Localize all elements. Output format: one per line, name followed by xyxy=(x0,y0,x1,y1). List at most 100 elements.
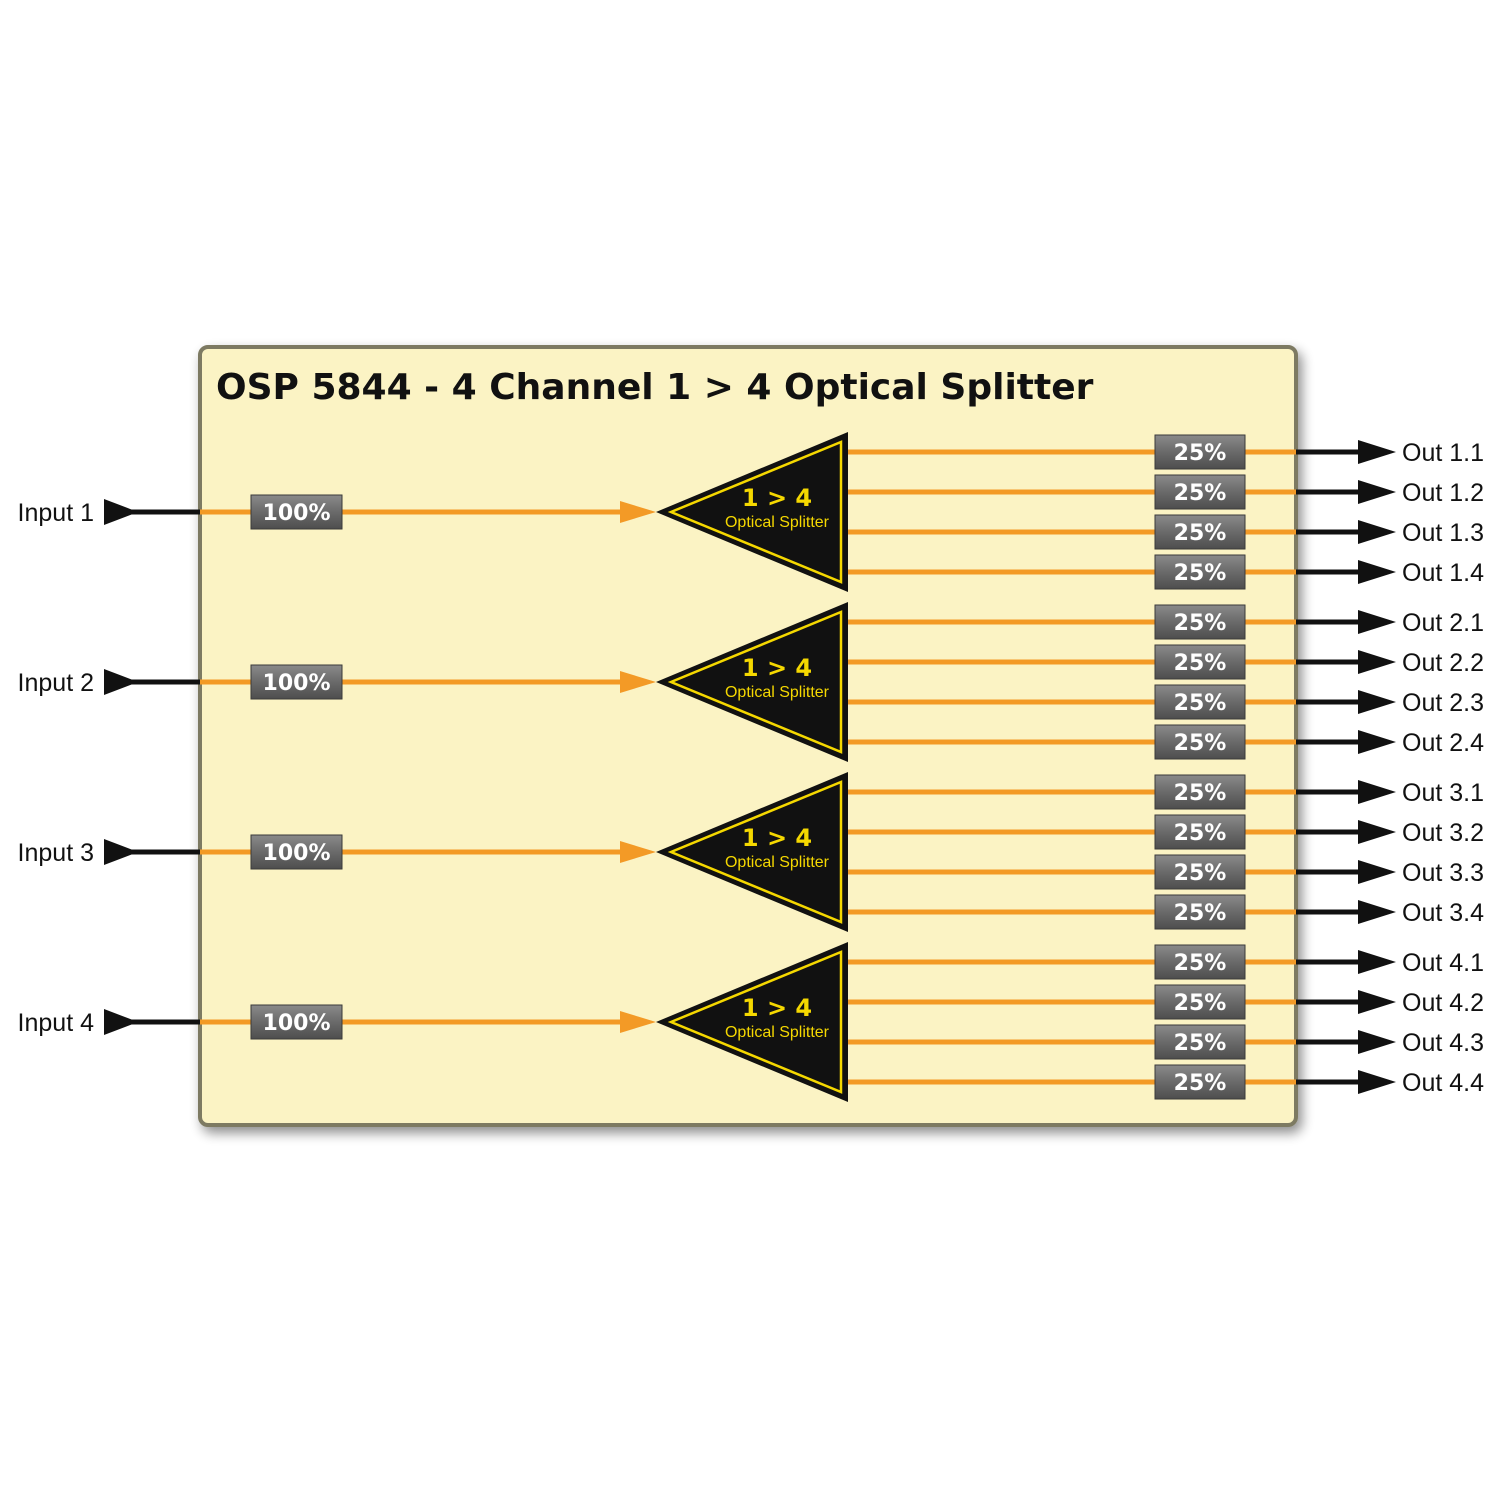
output-label: Out 2.4 xyxy=(1402,729,1484,757)
output-arrow-icon xyxy=(1358,650,1396,674)
output-level-text: 25% xyxy=(1174,861,1227,886)
splitter-ratio: 1 > 4 xyxy=(742,654,812,682)
splitter-ratio: 1 > 4 xyxy=(742,824,812,852)
output-4-4: 25%Out 4.4 xyxy=(848,1064,1484,1100)
splitter-block: 1 > 4 Optical Splitter xyxy=(656,602,848,762)
output-level-badge xyxy=(1154,514,1246,550)
output-4-1: 25%Out 4.1 xyxy=(848,944,1484,980)
output-level-text: 25% xyxy=(1174,1031,1227,1056)
splitter-ratio: 1 > 4 xyxy=(742,994,812,1022)
output-level-text: 25% xyxy=(1174,481,1227,506)
output-level-badge xyxy=(1154,684,1246,720)
page-title: OSP 5844 - 4 Channel 1 > 4 Optical Split… xyxy=(216,367,1094,408)
output-label: Out 4.2 xyxy=(1402,989,1484,1017)
output-arrow-icon xyxy=(1358,690,1396,714)
output-arrow-icon xyxy=(1358,900,1396,924)
output-label: Out 1.1 xyxy=(1402,439,1484,467)
output-level-badge xyxy=(1154,1064,1246,1100)
output-arrow-icon xyxy=(1358,610,1396,634)
output-label: Out 1.4 xyxy=(1402,559,1484,587)
output-label: Out 3.4 xyxy=(1402,899,1484,927)
splitter-triangle xyxy=(656,942,848,1102)
input-level-text: 100% xyxy=(263,501,331,526)
input-arrow-icon xyxy=(104,1009,138,1035)
output-level-text: 25% xyxy=(1174,781,1227,806)
output-level-badge xyxy=(1154,1024,1246,1060)
output-level-badge xyxy=(1154,774,1246,810)
output-label: Out 3.1 xyxy=(1402,779,1484,807)
input-level-text: 100% xyxy=(263,1011,331,1036)
input-level-badge: 100% xyxy=(250,1004,343,1040)
output-label: Out 4.3 xyxy=(1402,1029,1484,1057)
fiber-arrow-icon xyxy=(620,841,656,863)
splitter-outline xyxy=(667,950,843,1094)
output-arrow-icon xyxy=(1358,560,1396,584)
output-arrow-icon xyxy=(1358,440,1396,464)
output-4-2: 25% Out 4.2 xyxy=(848,984,1484,1020)
splitter-outline xyxy=(667,610,843,754)
output-level-text: 25% xyxy=(1174,441,1227,466)
splitter-name: Optical Splitter xyxy=(725,1024,830,1041)
input-label: Input 2 xyxy=(18,669,94,697)
output-level-text: 25% xyxy=(1174,951,1227,976)
output-arrow-icon xyxy=(1358,1070,1396,1094)
output-label: Out 1.2 xyxy=(1402,479,1484,507)
input-arrow-icon xyxy=(104,839,138,865)
output-level-text: 25% xyxy=(1174,731,1227,756)
output-2-3: 25%Out 2.3 xyxy=(848,684,1484,720)
input-label: Input 3 xyxy=(18,839,94,867)
input-level-badge: 100% xyxy=(250,494,343,530)
output-level-badge xyxy=(1154,474,1246,510)
input-level-badge: 100% xyxy=(250,834,343,870)
output-arrow-icon xyxy=(1358,730,1396,754)
output-arrow-icon xyxy=(1358,780,1396,804)
splitter-name: Optical Splitter xyxy=(725,854,830,871)
output-level-badge xyxy=(1154,984,1246,1020)
input-label: Input 1 xyxy=(18,499,94,527)
splitter-block: 1 > 4 Optical Splitter xyxy=(656,772,848,932)
output-1-4: 25%Out 1.4 xyxy=(848,554,1484,590)
output-arrow-icon xyxy=(1358,520,1396,544)
output-arrow-icon xyxy=(1358,950,1396,974)
output-1-2: 25% Out 1.2 xyxy=(848,474,1484,510)
output-level-text: 25% xyxy=(1174,611,1227,636)
output-2-4: 25% Out 2.4 xyxy=(848,724,1484,760)
output-2-2: 25%Out 2.2 xyxy=(848,644,1484,680)
output-level-text: 25% xyxy=(1174,991,1227,1016)
output-4-3: 25% Out 4.3 xyxy=(848,1024,1484,1060)
output-level-text: 25% xyxy=(1174,1071,1227,1096)
output-arrow-icon xyxy=(1358,990,1396,1014)
output-3-1: 25% Out 3.1 xyxy=(848,774,1484,810)
output-3-4: 25% Out 3.4 xyxy=(848,894,1484,930)
device-panel xyxy=(198,345,1298,1127)
output-level-text: 25% xyxy=(1174,521,1227,546)
input-arrow-icon xyxy=(104,669,138,695)
output-level-badge xyxy=(1154,604,1246,640)
input-level-text: 100% xyxy=(263,841,331,866)
output-level-text: 25% xyxy=(1174,651,1227,676)
output-1-1: 25% Out 1.1 xyxy=(848,434,1484,470)
output-level-badge xyxy=(1154,434,1246,470)
output-level-badge xyxy=(1154,894,1246,930)
output-label: Out 2.1 xyxy=(1402,609,1484,637)
output-arrow-icon xyxy=(1358,480,1396,504)
splitter-name: Optical Splitter xyxy=(725,684,830,701)
fiber-arrow-icon xyxy=(620,501,656,523)
output-level-badge xyxy=(1154,724,1246,760)
output-level-badge xyxy=(1154,814,1246,850)
splitter-triangle xyxy=(656,432,848,592)
output-label: Out 2.3 xyxy=(1402,689,1484,717)
output-level-badge xyxy=(1154,554,1246,590)
output-level-badge xyxy=(1154,944,1246,980)
splitter-triangle xyxy=(656,602,848,762)
output-2-1: 25% Out 2.1 xyxy=(848,604,1484,640)
output-level-text: 25% xyxy=(1174,901,1227,926)
fiber-arrow-icon xyxy=(620,671,656,693)
output-level-text: 25% xyxy=(1174,821,1227,846)
output-level-badge xyxy=(1154,644,1246,680)
input-level-badge: 100% xyxy=(250,664,343,700)
